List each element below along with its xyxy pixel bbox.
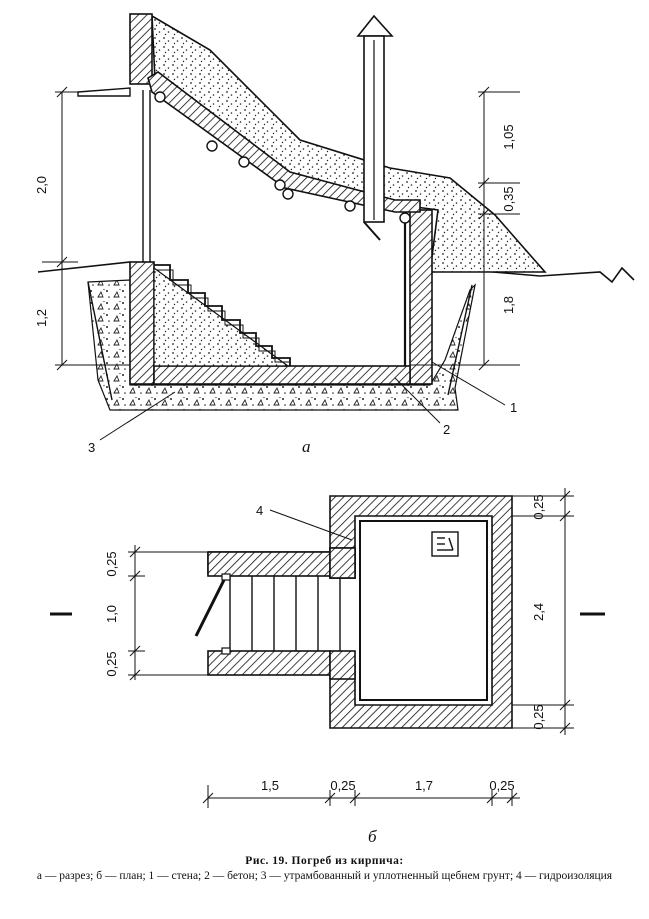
plan-dim-wall-0-25-bottom: 0,25 [104,651,119,676]
stairs [154,264,291,366]
dim-height-1-05: 1,05 [501,124,516,149]
vent-cap-icon [356,14,394,37]
section-dims-left [42,86,130,371]
plan-dims-bottom [202,785,520,808]
left-wall [129,261,155,385]
entrance-door [77,87,131,97]
section-sublabel: а [302,437,311,456]
plan-dim-cellar-1-7: 1,7 [415,778,433,793]
callout-4: 4 [256,503,263,518]
plan-dim-wall-0-25-w: 0,25 [330,778,355,793]
plan-view: 4 0,25 1,0 0,25 0,25 2,4 0,25 [50,488,605,846]
dim-depth-1-8: 1,8 [501,296,516,314]
front-wall [129,13,153,85]
door-hinge [221,573,231,581]
plan-dim-stair-length-1-5: 1,5 [261,778,279,793]
right-wall [409,209,433,385]
stairs-inner [157,269,290,363]
callout-line-3 [99,391,176,441]
dim-height-0-35: 0,35 [501,186,516,211]
plan-dim-wall-0-25-e: 0,25 [489,778,514,793]
plan-dim-wall-0-25-n: 0,25 [531,494,546,519]
vent-symbol-icon [431,531,459,557]
plan-dim-wall-0-25-top: 0,25 [104,551,119,576]
callout-2: 2 [443,422,450,437]
callout-line-1 [431,361,506,406]
plan-steps [229,576,341,651]
section-view: 2,0 1,2 1,05 0,35 1,8 1 2 3 а [34,13,635,456]
plan-dims-left [128,545,208,681]
door-stop [221,647,231,655]
excavation-slope-right [447,284,473,396]
floor-slab [153,365,411,385]
caption-title: Рис. 19. Погреб из кирпича: [245,855,404,867]
cellar-walls [329,495,513,729]
dim-depth-1-2: 1,2 [34,309,49,327]
plan-dim-stair-1-0: 1,0 [104,605,119,623]
stair-wall-end-s [329,650,356,680]
callout-1: 1 [510,400,517,415]
plan-dim-cellar-2-4: 2,4 [531,603,546,621]
section-dims-right [410,86,520,371]
stair-wall-end-n [329,547,356,579]
callout-3: 3 [88,440,95,455]
vent-flap [363,221,381,241]
callout-line-4 [269,509,353,541]
plan-sublabel: б [368,827,377,846]
figure-caption: Рис. 19. Погреб из кирпича: а — разрез; … [0,854,649,884]
stair-wall-north [207,551,331,577]
plan-dim-wall-0-25-s: 0,25 [531,704,546,729]
plan-dims-right [512,488,574,735]
callout-line-2 [394,377,441,424]
caption-text: а — разрез; б — план; 1 — стена; 2 — бет… [36,870,613,882]
excavation-slope-left [87,281,113,401]
roof-beams [154,91,411,224]
waterproofing-plan [359,520,488,701]
dim-height-2-0: 2,0 [34,176,49,194]
plan-door [194,579,226,637]
